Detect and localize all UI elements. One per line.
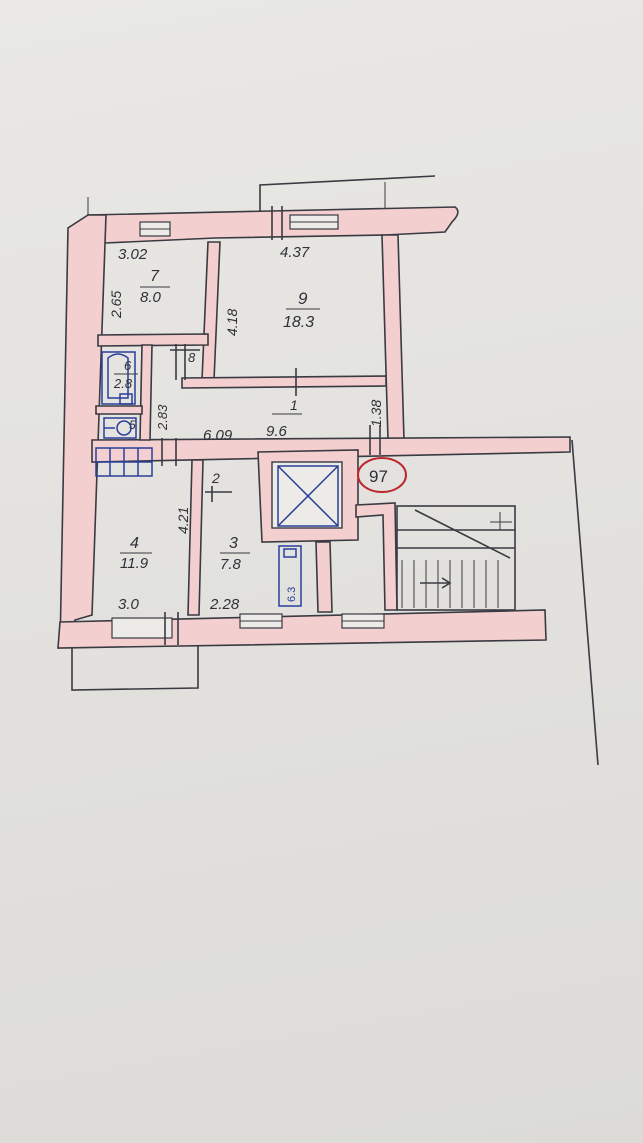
apartment-number-circle [357,457,407,493]
door-ticks [161,344,381,502]
room-7-number: 7 [150,268,160,285]
staircase [396,505,516,611]
room-3-number: 3 [229,535,238,552]
room-4-area: 11.9 [120,555,149,572]
room-1-number: 1 [290,397,298,413]
room-1-dim-width: 1.38 [368,400,384,427]
room-7-dim-height: 2.65 [108,291,124,319]
room-3-dim-width: 2.28 [209,596,240,613]
room-7-area: 8.0 [140,289,162,306]
room-4-dim-height: 4.21 [175,507,191,534]
dim-2-83: 2.83 [155,404,170,431]
room-7-dim-width: 3.02 [118,246,148,263]
room-5-number: 5 [129,418,136,432]
room-2-number: 2 [211,470,220,486]
room-6-area: 2.8 [113,376,133,391]
fixture-label: 6.3 [286,587,298,602]
apartment-number: 97 [369,467,388,486]
room-1-dim-length: 6.09 [203,427,233,444]
radiator-grid [95,447,153,477]
stairwell-edge-line [571,439,599,766]
balcony-top [259,175,436,212]
walls [57,206,571,649]
room-3-area: 7.8 [220,556,242,573]
room-1-area: 9.6 [266,423,288,440]
bath-fixtures [101,351,137,439]
room-9-number: 9 [298,289,308,308]
dim-8: 8 [188,350,196,365]
room-9-dim-width: 4.37 [280,244,310,261]
lift-shaft-symbol [277,465,339,527]
windows [111,206,385,645]
room-9-area: 18.3 [283,314,314,331]
room-4-number: 4 [130,535,139,552]
room-4-dim-width: 3.0 [118,596,140,613]
stove-fixture [278,545,302,607]
room-6-number: 6 [124,358,132,373]
balcony-bottom [71,645,199,691]
room-9-dim-height: 4.18 [224,309,240,336]
